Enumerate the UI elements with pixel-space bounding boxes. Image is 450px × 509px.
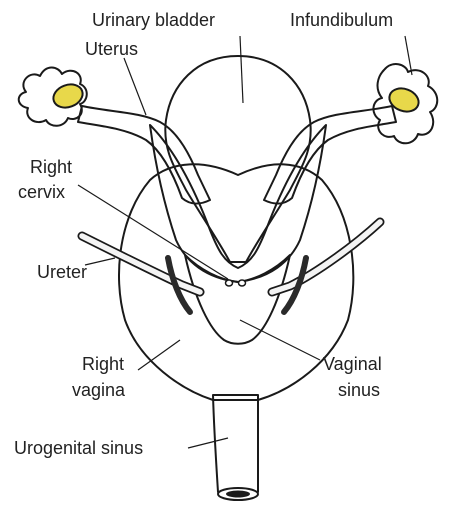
label-urinary-bladder: Urinary bladder <box>92 10 215 30</box>
label-right-vagina-line1: Right <box>82 354 124 374</box>
leader-right-cervix <box>78 185 228 279</box>
label-vaginal-sinus-line1: Vaginal <box>323 354 382 374</box>
ureter-left-fill <box>82 236 200 292</box>
leader-ureter <box>85 258 115 265</box>
right-ovary-shape <box>386 85 422 116</box>
urogenital-sinus-shape <box>213 395 258 492</box>
label-right-cervix-line1: Right <box>30 157 72 177</box>
label-vaginal-sinus-line2: sinus <box>338 380 380 400</box>
leader-uterus <box>124 58 146 115</box>
leader-urogenital-sinus <box>188 438 228 448</box>
label-urogenital-sinus: Urogenital sinus <box>14 438 143 458</box>
label-right-cervix-line2: cervix <box>18 182 65 202</box>
urinary-bladder-shape <box>165 56 310 262</box>
leader-right-vagina <box>138 340 180 370</box>
right-cervix-opening <box>226 280 233 286</box>
label-uterus: Uterus <box>85 39 138 59</box>
leader-urinary-bladder <box>240 36 243 103</box>
urogenital-sinus-lumen <box>226 491 250 498</box>
label-right-vagina-line2: vagina <box>72 380 126 400</box>
label-ureter: Ureter <box>37 262 87 282</box>
uterine-body-shape <box>150 125 326 282</box>
left-cervix-opening <box>239 280 246 286</box>
label-infundibulum: Infundibulum <box>290 10 393 30</box>
